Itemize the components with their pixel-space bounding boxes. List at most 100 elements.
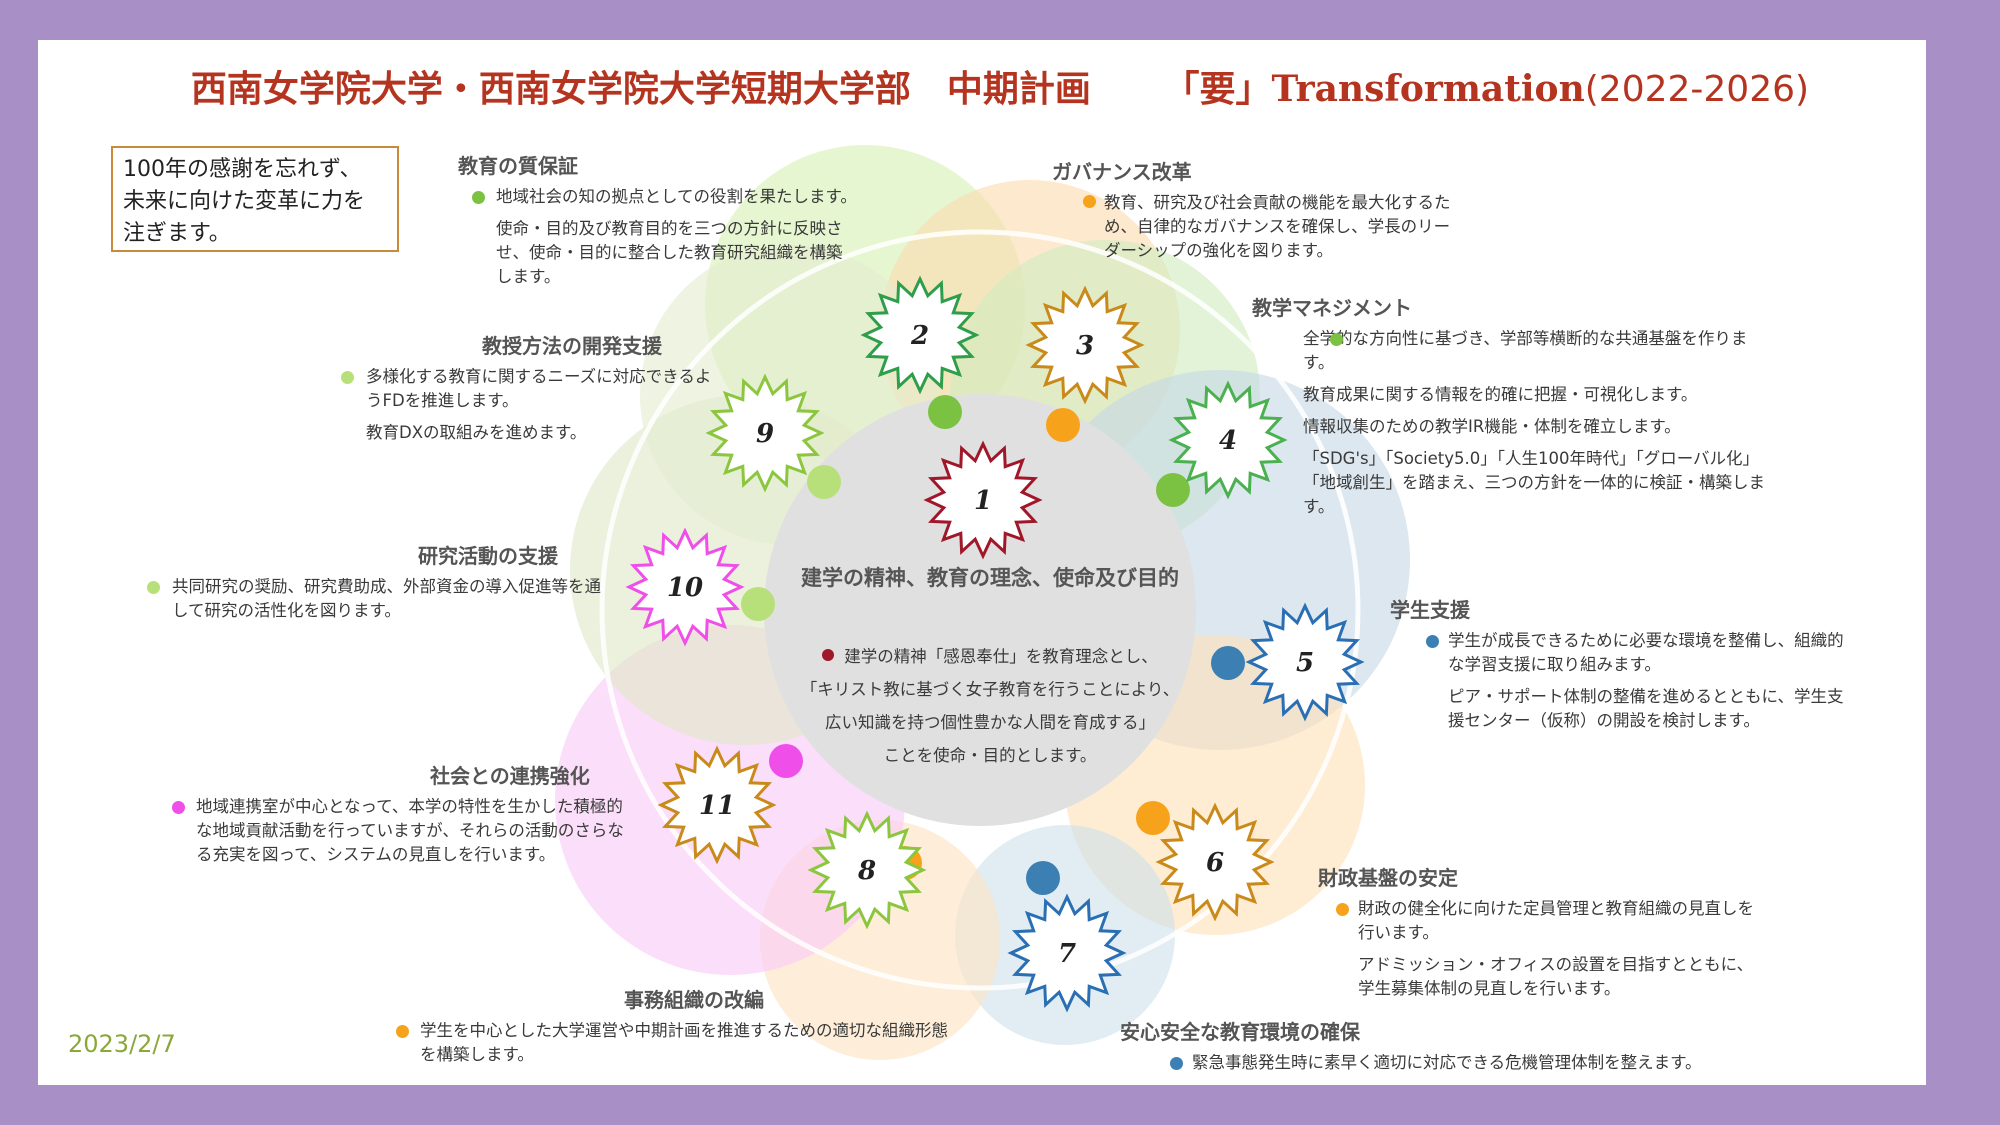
item-title: 教育の質保証 [458,154,578,178]
item-line: ピア・サポート体制の整備を進めるとともに、学生支援センター（仮称）の開設を検討し… [1448,687,1844,730]
item-quality-assurance: 教育の質保証 地域社会の知の拠点としての役割を果たします。 使命・目的及び教育目… [458,150,978,289]
connector-dot [928,395,962,429]
item-student-support: 学生支援 学生が成長できるために必要な環境を整備し、組織的な学習支援に取り組みま… [1390,594,1850,733]
badge-number: 9 [756,419,774,449]
item-title: 教学マネジメント [1252,296,1412,320]
badge-2: 2 [860,275,980,395]
item-line: 教育成果に関する情報を的確に把握・可視化します。 [1303,385,1698,404]
title-years: (2022-2026) [1584,69,1810,110]
item-line: 学生を中心とした大学運営や中期計画を推進するための適切な組織形態を構築します。 [394,1019,960,1067]
starburst-icon [1007,893,1127,1013]
connector-dot [1046,408,1080,442]
item-line: 地域連携室が中心となって、本学の特性を生かした積極的な地域貢献活動を行っています… [168,795,626,867]
badge-number: 7 [1058,939,1076,969]
starburst-icon [860,275,980,395]
center-circle [764,394,1196,826]
item-title: 安心安全な教育環境の確保 [1120,1020,1360,1044]
item-safety: 安心安全な教育環境の確保 緊急事態発生時に素早く適切に対応できる危機管理体制を整… [1120,1016,1800,1075]
connector-dot [807,465,841,499]
badge-3: 3 [1025,285,1145,405]
connector-dot [1136,801,1170,835]
item-bullet [396,1025,409,1038]
badge-number: 1 [974,486,992,516]
item-line: 教育DXの取組みを進めます。 [366,423,587,442]
motto-box: 100年の感謝を忘れず、 未来に向けた変革に力を 注ぎます。 [111,146,399,252]
date: 2023/2/7 [68,1030,176,1058]
connector-dot [1211,646,1245,680]
badge-7: 7 [1007,893,1127,1013]
motto-line: 未来に向けた変革に力を [123,189,366,214]
item-title: 事務組織の改編 [624,988,764,1012]
title-main: 西南女学院大学・西南女学院大学短期大学部 中期計画 [190,68,1091,110]
item-research-support: 研究活動の支援 共同研究の奨励、研究費助成、外部資金の導入促進等を通して研究の活… [144,540,614,623]
item-bullet [147,581,160,594]
item-admin-reorganization: 事務組織の改編 学生を中心とした大学運営や中期計画を推進するための適切な組織形態… [394,984,974,1067]
center-line-text: 建学の精神「感恩奉仕」を教育理念とし、 [844,647,1158,666]
badge-10: 10 [625,527,745,647]
badge-number: 10 [667,573,703,603]
item-line: 「SDG's」「Society5.0」「人生100年時代」「グローバル化」「地域… [1303,449,1765,516]
starburst-icon [923,440,1043,560]
item-bullet [1083,195,1096,208]
item-finance: 財政基盤の安定 財政の健全化に向けた定員管理と教育組織の見直しを行います。 アド… [1318,862,1778,1001]
item-bullet [341,371,354,384]
item-line: 全学的な方向性に基づき、学部等横断的な共通基盤を作ります。 [1303,329,1748,372]
center-line: 建学の精神「感恩奉仕」を教育理念とし、 [760,640,1220,673]
title-subtitle: 「要」Transformation [1163,68,1585,110]
center-bullet [822,649,835,661]
connector-dot [1156,473,1190,507]
starburst-icon [705,373,825,493]
motto-line: 100年の感謝を忘れず、 [123,157,362,182]
item-bullet [1426,635,1439,648]
center-line: ことを使命・目的とします。 [883,746,1097,765]
item-line: 多様化する教育に関するニーズに対応できるようFDを推進します。 [336,365,716,413]
badge-number: 11 [699,791,735,821]
item-line: 教育、研究及び社会貢献の機能を最大化するため、自律的なガバナンスを確保し、学長の… [1052,191,1452,263]
badge-number: 6 [1206,848,1224,878]
item-title: ガバナンス改革 [1052,160,1192,184]
item-line: 学生が成長できるために必要な環境を整備し、組織的な学習支援に取り組みます。 [1390,629,1848,677]
item-title: 学生支援 [1390,598,1470,622]
badge-number: 3 [1076,331,1094,361]
item-title: 社会との連携強化 [430,764,590,788]
badge-layer: 1 2 3 4 5 6 7 8 9 10 11 [625,275,1365,1013]
item-bullet [1336,903,1349,916]
badge-number: 8 [857,856,876,886]
item-community-partnership: 社会との連携強化 地域連携室が中心となって、本学の特性を生かした積極的な地域貢献… [168,760,638,867]
starburst-icon [657,745,777,865]
item-teaching-development: 教授方法の開発支援 多様化する教育に関するニーズに対応できるようFDを推進します… [336,330,736,445]
center-line: 広い知識を持つ個性豊かな人間を育成する」 [825,713,1155,732]
item-bullet [472,191,485,204]
badge-1: 1 [923,440,1043,560]
item-governance: ガバナンス改革 教育、研究及び社会貢献の機能を最大化するため、自律的なガバナンス… [1052,156,1492,263]
item-line: 財政の健全化に向けた定員管理と教育組織の見直しを行います。 [1318,897,1758,945]
badge-11: 11 [657,745,777,865]
item-title: 研究活動の支援 [418,544,558,568]
center-body: 建学の精神「感恩奉仕」を教育理念とし、 「キリスト教に基づく女子教育を行うことに… [760,640,1220,772]
connector-dot [769,744,803,778]
center-line: 「キリスト教に基づく女子教育を行うことにより、 [800,680,1180,699]
badge-number: 5 [1296,648,1314,678]
item-academic-management: 教学マネジメント 全学的な方向性に基づき、学部等横断的な共通基盤を作ります。 教… [1252,292,1812,519]
badge-5: 5 [1245,602,1365,722]
center-title: 建学の精神、教育の理念、使命及び目的 [801,566,1179,590]
page-title: 西南女学院大学・西南女学院大学短期大学部 中期計画 「要」Transformat… [0,60,2000,112]
starburst-icon [1025,285,1145,405]
outer-ring [599,229,1361,991]
item-line: 使命・目的及び教育目的を三つの方針に反映させ、使命・目的に整合した教育研究組織を… [496,219,843,286]
connector-dot [741,587,775,621]
starburst-icon [807,810,927,930]
starburst-icon [1155,802,1275,922]
badge-number: 4 [1219,426,1237,456]
item-title: 財政基盤の安定 [1318,866,1458,890]
badge-8: 8 [807,810,927,930]
item-line: 情報収集のための教学IR機能・体制を確立します。 [1303,417,1681,436]
badge-6: 6 [1155,802,1275,922]
motto-line: 注ぎます。 [123,221,231,246]
item-line: 共同研究の奨励、研究費助成、外部資金の導入促進等を通して研究の活性化を図ります。 [144,575,602,623]
badge-4: 4 [1168,380,1288,500]
starburst-icon [1168,380,1288,500]
connector-dot [1026,861,1060,895]
item-bullet [1330,333,1343,346]
